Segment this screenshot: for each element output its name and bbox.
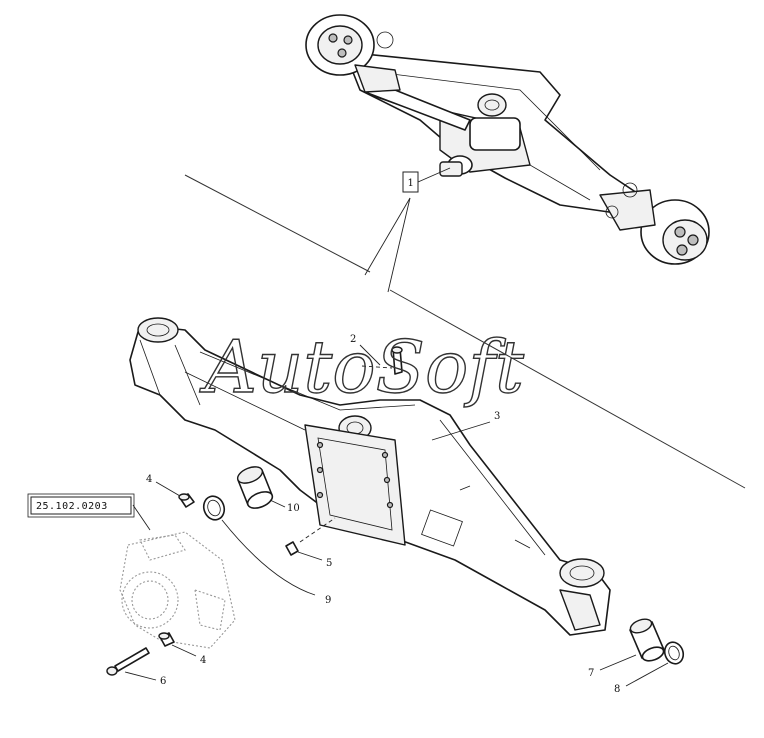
part-2-bolt — [359, 344, 403, 375]
callout-2-label: 2 — [350, 334, 356, 345]
reference-box[interactable]: 25.102.0203 — [27, 493, 151, 531]
callout-1: 1 — [364, 167, 451, 293]
part-5-dowel — [285, 541, 323, 561]
phantom-knuckle — [119, 531, 236, 649]
watermark: AutoSoft — [199, 325, 525, 409]
callout-1-label: 1 — [408, 178, 414, 189]
callout-4b-label: 4 — [200, 655, 206, 666]
callout-6-label: 6 — [160, 676, 166, 687]
callout-7-label: 7 — [588, 668, 594, 679]
callout-9-label: 9 — [325, 595, 331, 606]
part-9-o-ring — [202, 495, 316, 596]
callout-8-label: 8 — [614, 684, 620, 695]
axle-beam-housing — [129, 317, 611, 636]
callout-4a-label: 4 — [146, 474, 152, 485]
part-6-bolt — [106, 647, 157, 681]
part-10-bushing — [236, 466, 286, 509]
section-lines — [184, 174, 746, 489]
callout-3-label: 3 — [494, 411, 500, 422]
callout-5-label: 5 — [326, 558, 332, 569]
complete-axle-assembly — [305, 14, 710, 265]
part-4-nut-upper — [155, 481, 195, 508]
reference-box-label: 25.102.0203 — [36, 501, 108, 512]
part-8-o-ring — [625, 641, 685, 687]
callout-10-label: 10 — [287, 503, 300, 514]
part-4-nut-lower — [158, 632, 197, 657]
part-7-bushing — [599, 618, 665, 671]
